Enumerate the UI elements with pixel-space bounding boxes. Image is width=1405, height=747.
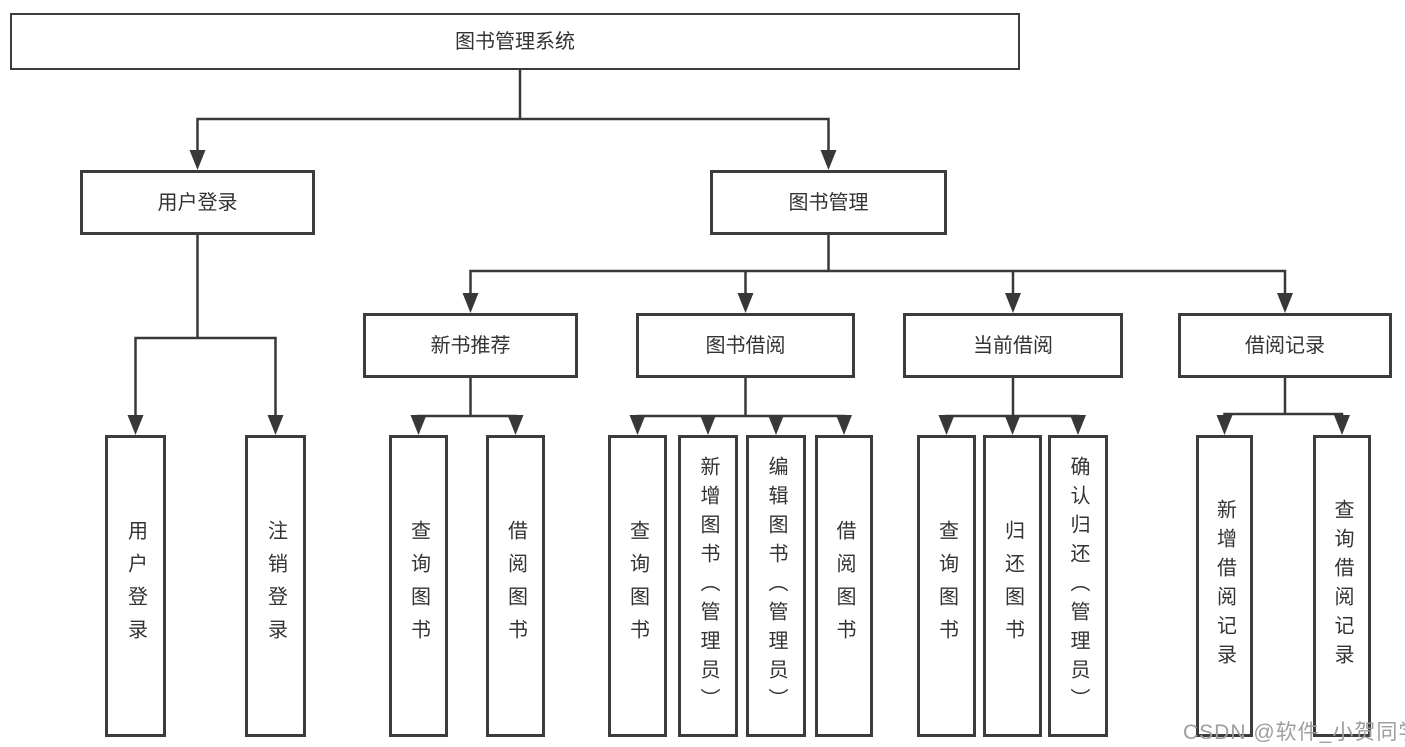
leaf-current-query-books: 查询图书	[917, 435, 976, 737]
leaf-borrowing-query-books: 查询图书	[608, 435, 667, 737]
node-user-login: 用户登录	[80, 170, 315, 235]
leaf-borrowing-add-books: 新增图书（管理员）	[678, 435, 738, 737]
node-borrowing-records: 借阅记录	[1178, 313, 1392, 378]
leaf-user-login: 用户登录	[105, 435, 166, 737]
leaf-logout: 注销登录	[245, 435, 306, 737]
leaf-recommend-query-books: 查询图书	[389, 435, 448, 737]
node-current-borrowing: 当前借阅	[903, 313, 1123, 378]
node-book-borrowing: 图书借阅	[636, 313, 855, 378]
leaf-records-query-record: 查询借阅记录	[1313, 435, 1371, 737]
leaf-current-confirm-return: 确认归还（管理员）	[1048, 435, 1108, 737]
leaf-borrowing-edit-books: 编辑图书（管理员）	[746, 435, 806, 737]
node-book-management: 图书管理	[710, 170, 947, 235]
csdn-watermark: CSDN @软件_小贺同学	[1183, 721, 1405, 744]
leaf-recommend-borrow-books: 借阅图书	[486, 435, 545, 737]
leaf-borrowing-borrow-books: 借阅图书	[815, 435, 873, 737]
leaf-current-return-books: 归还图书	[983, 435, 1042, 737]
node-new-book-recommend: 新书推荐	[363, 313, 578, 378]
node-root-system: 图书管理系统	[10, 13, 1020, 70]
leaf-records-add-record: 新增借阅记录	[1196, 435, 1253, 737]
